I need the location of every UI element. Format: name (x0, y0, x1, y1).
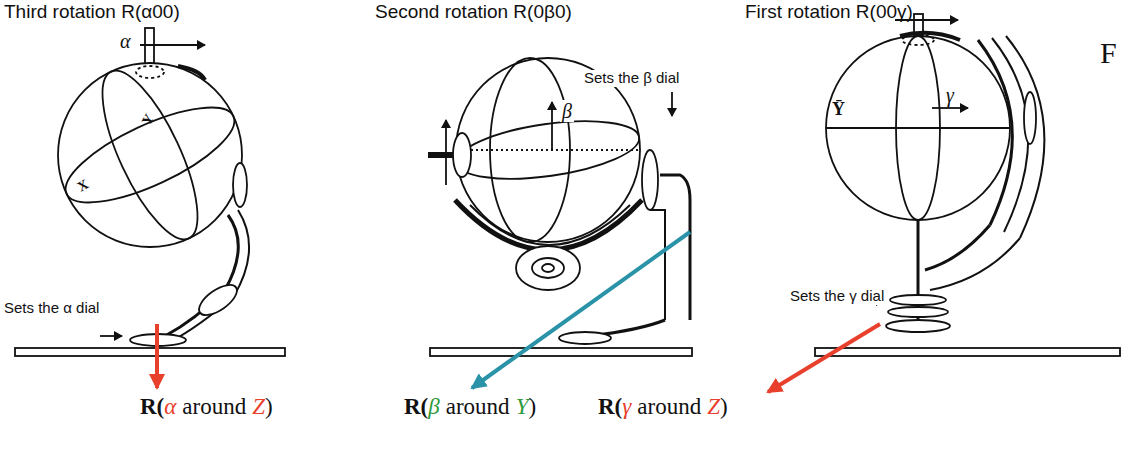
rotation-title: First rotation R(00γ) (745, 2, 913, 23)
formula-part: Z (707, 394, 720, 420)
formula-part: β (428, 394, 439, 420)
formula-part: R( (598, 394, 622, 420)
rotation-formula: R(βaroundY) (404, 394, 536, 420)
formula-part: Y (516, 394, 529, 420)
formula-part: ) (528, 394, 536, 420)
dial-note: Sets the α dial (2, 300, 101, 317)
formula-part: R( (140, 394, 164, 420)
formula-part: ) (720, 394, 728, 420)
formula-part: around (446, 394, 510, 420)
formula-part: Z (252, 394, 265, 420)
formula-part: ) (265, 394, 273, 420)
formula-part: α (164, 394, 176, 420)
angle-symbol: γ (944, 84, 956, 106)
globe-marking: Ȳ (832, 100, 845, 120)
formula-part: R( (404, 394, 428, 420)
rotation-formula: R(γaroundZ) (598, 394, 728, 420)
formula-part: γ (622, 394, 631, 420)
rotation-formula: R(αaroundZ) (140, 394, 273, 420)
formula-part: around (182, 394, 246, 420)
rotation-title: Third rotation R(α00) (4, 2, 180, 23)
dial-note: Sets the γ dial (788, 288, 886, 305)
formula-part: around (637, 394, 701, 420)
dial-note: Sets the β dial (582, 70, 681, 87)
angle-symbol: β (560, 100, 574, 122)
cut-off-letter: F (1100, 36, 1117, 69)
rotation-title: Second rotation R(0β0) (375, 2, 572, 23)
angle-symbol: α (118, 30, 133, 52)
